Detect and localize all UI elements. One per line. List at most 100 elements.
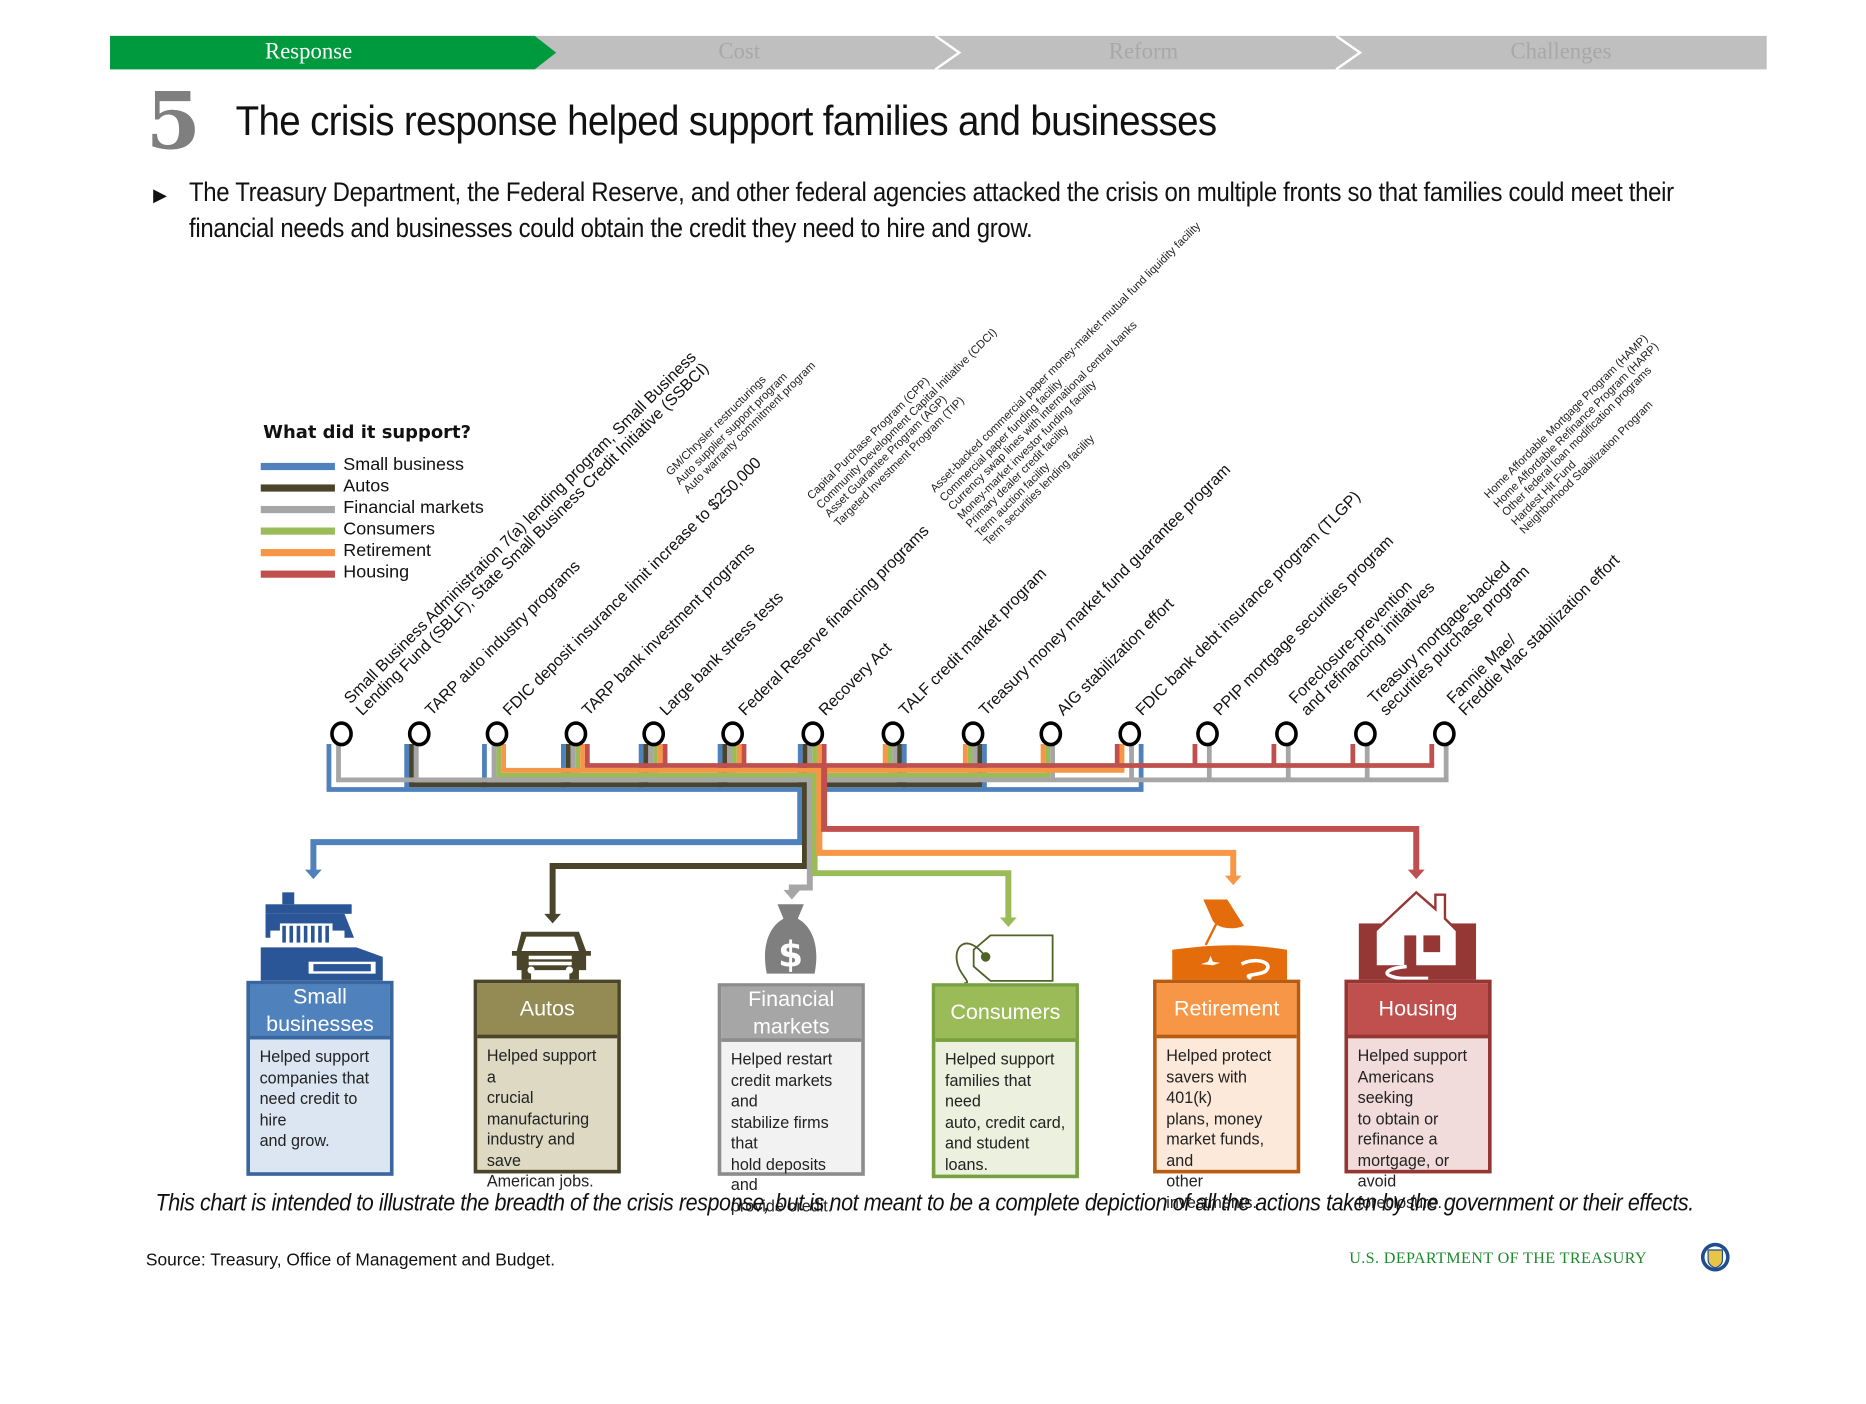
outcome-description-line: families that need <box>944 1071 1032 1111</box>
program-node[interactable] <box>407 721 431 747</box>
outcome-description-line: plans, money <box>1166 1109 1263 1128</box>
nav-arrows <box>110 34 1363 71</box>
outcome-description: Helped support a crucial manufacturing indu… <box>477 1038 617 1199</box>
legend-label: Autos <box>343 476 390 497</box>
program-node[interactable] <box>880 721 904 747</box>
program-node[interactable] <box>1432 721 1456 747</box>
treasury-wordmark: U.S. DEPARTMENT OF THE TREASURY <box>1349 1248 1647 1267</box>
outcome-description-line: crucial <box>486 1088 534 1107</box>
program-node[interactable] <box>1038 721 1062 747</box>
tab-challenges[interactable]: Challenges <box>1510 39 1612 65</box>
outcome-description-line: hold deposits and <box>730 1154 827 1194</box>
treasury-seal-icon <box>1700 1242 1730 1272</box>
tab-reform[interactable]: Reform <box>1108 39 1179 65</box>
outcome-title-text: Retirement <box>1174 996 1280 1021</box>
outcome-description-line: companies that <box>259 1068 370 1087</box>
car-icon <box>511 931 591 980</box>
outcome-title-text: Financial markets <box>748 986 835 1038</box>
arrowhead-red <box>1407 869 1425 880</box>
program-node[interactable] <box>329 721 353 747</box>
legend-swatch <box>260 570 335 578</box>
outcome-description-line: Helped support <box>1357 1046 1468 1065</box>
program-node[interactable] <box>1353 721 1377 747</box>
legend-swatch <box>260 484 335 492</box>
arrowhead-gray <box>783 889 801 900</box>
outcome-title: Small businesses <box>249 983 390 1040</box>
outcome-title-text: Small businesses <box>266 983 374 1036</box>
program-node[interactable] <box>800 721 824 747</box>
arrowhead-green <box>999 917 1017 928</box>
tab-cost[interactable]: Cost <box>718 39 761 65</box>
outcome-description: Helped support families that need auto, cr… <box>935 1042 1075 1182</box>
outcome-description-line: Helped restart <box>730 1050 833 1069</box>
arrowhead-blue <box>305 869 322 880</box>
program-node[interactable] <box>1274 721 1298 747</box>
outcome-title: Consumers <box>935 986 1076 1042</box>
outcome-description-line: savers with 401(k) <box>1166 1067 1248 1107</box>
svg-text:$: $ <box>778 934 803 975</box>
outcome-description-line: credit markets and <box>730 1071 833 1111</box>
legend-swatch <box>260 549 335 557</box>
legend-swatch <box>260 527 335 535</box>
outcome-title: Housing <box>1348 983 1489 1039</box>
outcome-description-line: avoid foreclosure. <box>1357 1172 1443 1212</box>
outcome-description-line: Helped protect <box>1166 1046 1272 1065</box>
legend-swatch <box>260 462 335 471</box>
program-node[interactable] <box>641 721 665 747</box>
route-line-orange <box>816 770 1237 877</box>
route-line-blue <box>310 789 804 871</box>
outcome-title: Autos <box>477 983 618 1039</box>
outcome-description: Helped protect savers with 401(k) plans, m… <box>1157 1038 1297 1220</box>
legend-swatch <box>260 505 335 514</box>
program-node[interactable] <box>1195 721 1219 747</box>
outcome-title: Retirement <box>1156 983 1297 1039</box>
page-title: The crisis response helped support famil… <box>235 98 1217 145</box>
house-icon <box>1358 890 1477 981</box>
program-node[interactable] <box>961 721 984 747</box>
outcome-description-line: auto, credit card, <box>944 1113 1066 1131</box>
outcome-description-line: Helped support <box>259 1047 370 1066</box>
outcome-title: Financial markets <box>721 986 862 1042</box>
money-bag-icon: $ <box>764 904 817 975</box>
intro-text: The Treasury Department, the Federal Res… <box>188 177 1674 243</box>
outcome-description-line: Helped support a <box>486 1046 597 1086</box>
program-node[interactable] <box>720 721 744 747</box>
route-line-green <box>811 775 1012 919</box>
outcome-description-line: mortgage, or <box>1357 1151 1450 1170</box>
outcome-description-line: need credit to hire <box>259 1089 358 1129</box>
section-nav: Response Cost Reform Challenges <box>110 34 1767 71</box>
outcome-description-line: other investments. <box>1166 1172 1257 1212</box>
program-node[interactable] <box>485 721 508 747</box>
outcome-description-line: refinance a <box>1357 1130 1438 1149</box>
source-note: Source: Treasury, Office of Management a… <box>145 1251 556 1271</box>
outcome-description-line: Helped support <box>944 1050 1055 1069</box>
outcome-description-line: manufacturing <box>486 1109 590 1128</box>
outcome-title-text: Housing <box>1378 996 1458 1021</box>
legend-label: Financial markets <box>343 497 484 518</box>
outcome-description-line: Americans seeking <box>1357 1067 1434 1107</box>
beach-umbrella-icon <box>1172 899 1288 981</box>
arrowhead-dark <box>544 913 561 924</box>
legend-title: What did it support? <box>263 421 472 443</box>
legend-label: Retirement <box>343 540 432 561</box>
tab-response[interactable]: Response <box>265 39 353 65</box>
cash-register-icon <box>260 892 383 981</box>
route-line-dark <box>549 784 808 916</box>
disclaimer: This chart is intended to illustrate the… <box>155 1190 1694 1217</box>
outcome-title-text: Consumers <box>950 999 1061 1024</box>
program-node[interactable] <box>563 721 587 747</box>
outcome-description-line: and student loans. <box>944 1133 1030 1173</box>
outcome-description-line: industry and save <box>486 1130 575 1170</box>
legend-label: Small business <box>343 454 464 475</box>
program-node[interactable] <box>1117 721 1141 747</box>
legend-label: Housing <box>343 562 410 583</box>
arrowhead-orange <box>1224 875 1242 886</box>
